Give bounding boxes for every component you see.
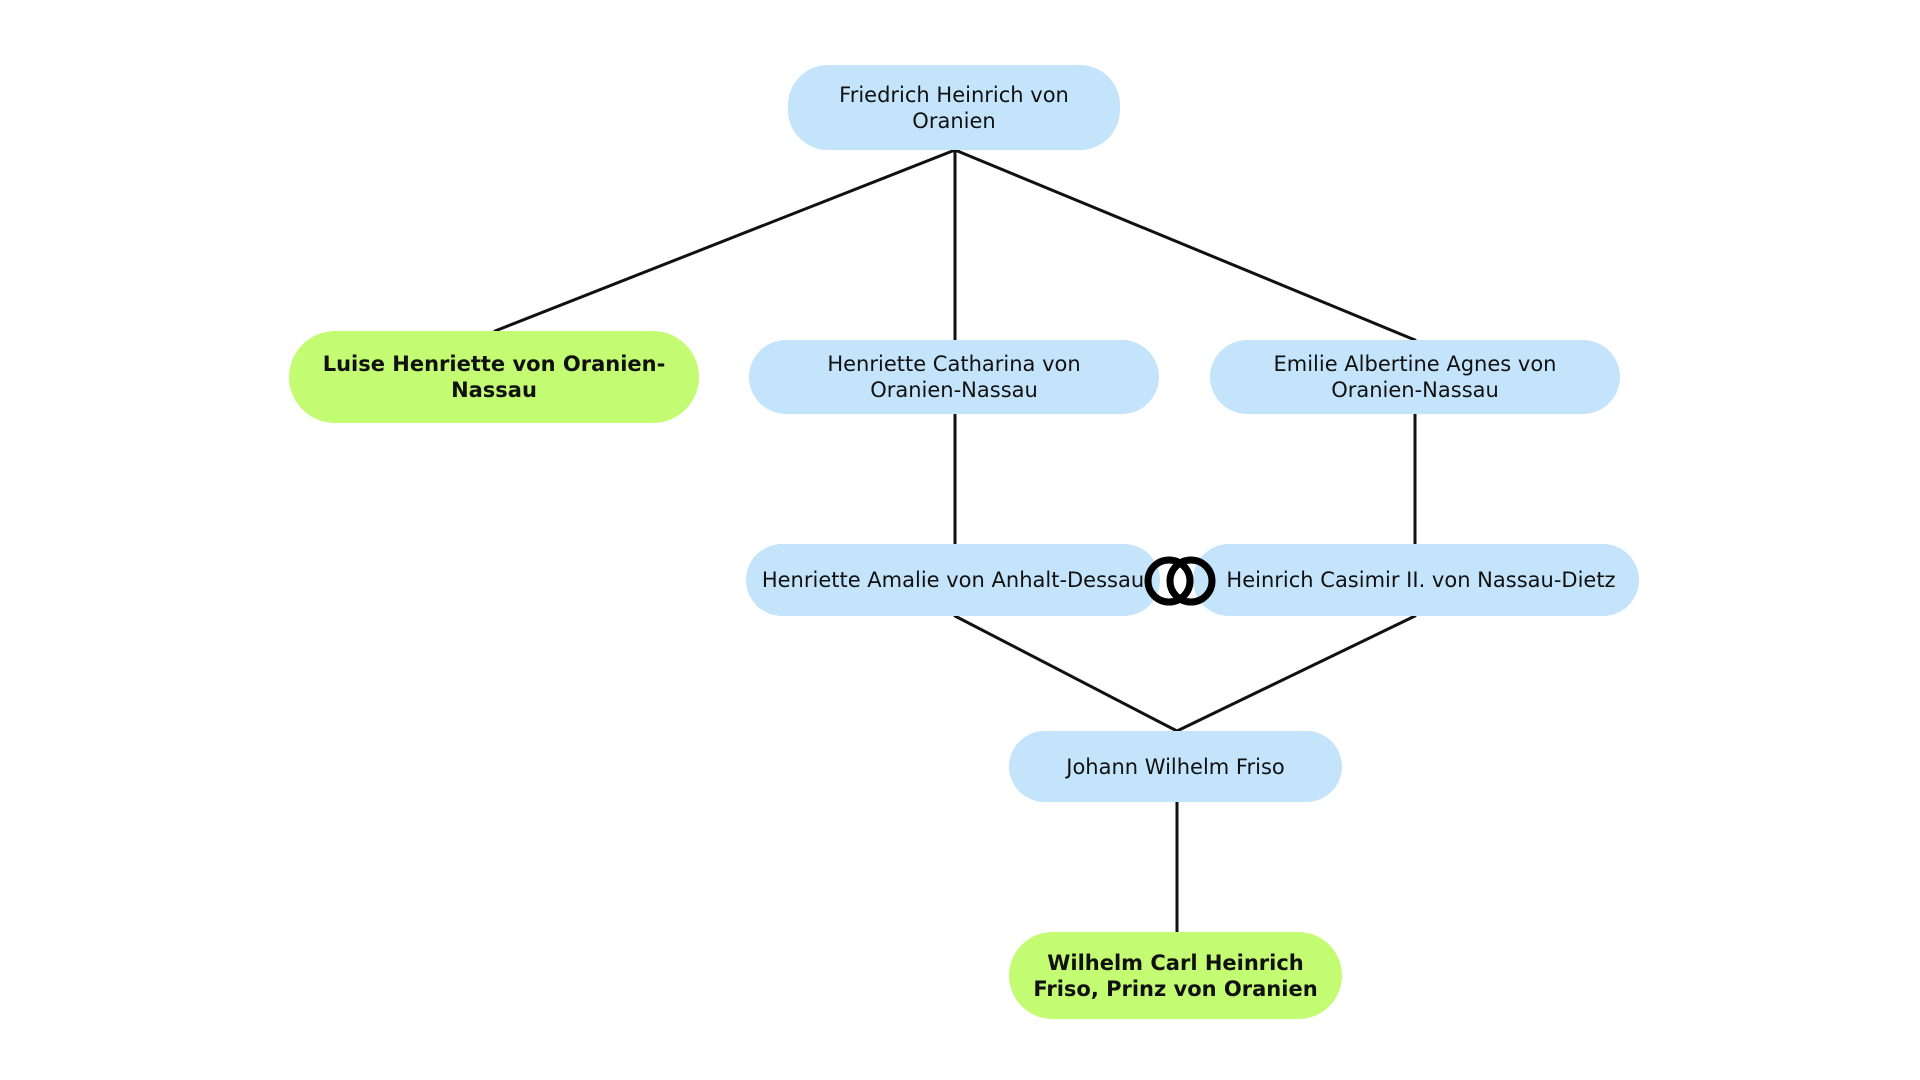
node-henriette-amalie: Henriette Amalie von Anhalt-Dessau xyxy=(746,544,1160,616)
node-wilhelm-carl-heinrich-friso: Wilhelm Carl Heinrich Friso, Prinz von O… xyxy=(1009,932,1342,1019)
node-label: Emilie Albertine Agnes von Oranien-Nassa… xyxy=(1273,352,1557,402)
wedding-rings-icon xyxy=(1140,553,1220,609)
edge-friedrich-emilie xyxy=(953,148,1417,342)
node-label: Heinrich Casimir II. von Nassau-Dietz xyxy=(1226,568,1616,592)
node-luise-henriette: Luise Henriette von Oranien-Nassau xyxy=(289,331,699,423)
node-henriette-catharina: Henriette Catharina von Oranien-Nassau xyxy=(749,340,1159,414)
node-friedrich-heinrich: Friedrich Heinrich von Oranien xyxy=(788,65,1120,150)
node-johann-wilhelm-friso: Johann Wilhelm Friso xyxy=(1009,731,1342,802)
node-label: Friedrich Heinrich von Oranien xyxy=(839,82,1069,133)
node-label: Henriette Catharina von Oranien-Nassau xyxy=(827,352,1081,402)
edge-heinrich-casimir-johann xyxy=(1175,614,1417,733)
node-label: Johann Wilhelm Friso xyxy=(1066,754,1285,779)
node-emilie-albertine: Emilie Albertine Agnes von Oranien-Nassa… xyxy=(1210,340,1620,414)
edge-friedrich-luise xyxy=(493,148,957,333)
node-label: Wilhelm Carl Heinrich Friso, Prinz von O… xyxy=(1033,950,1318,1001)
node-heinrich-casimir: Heinrich Casimir II. von Nassau-Dietz xyxy=(1193,544,1639,616)
edge-henriette-amalie-johann xyxy=(953,614,1179,733)
node-label: Luise Henriette von Oranien-Nassau xyxy=(322,352,666,402)
node-label: Henriette Amalie von Anhalt-Dessau xyxy=(761,568,1145,592)
